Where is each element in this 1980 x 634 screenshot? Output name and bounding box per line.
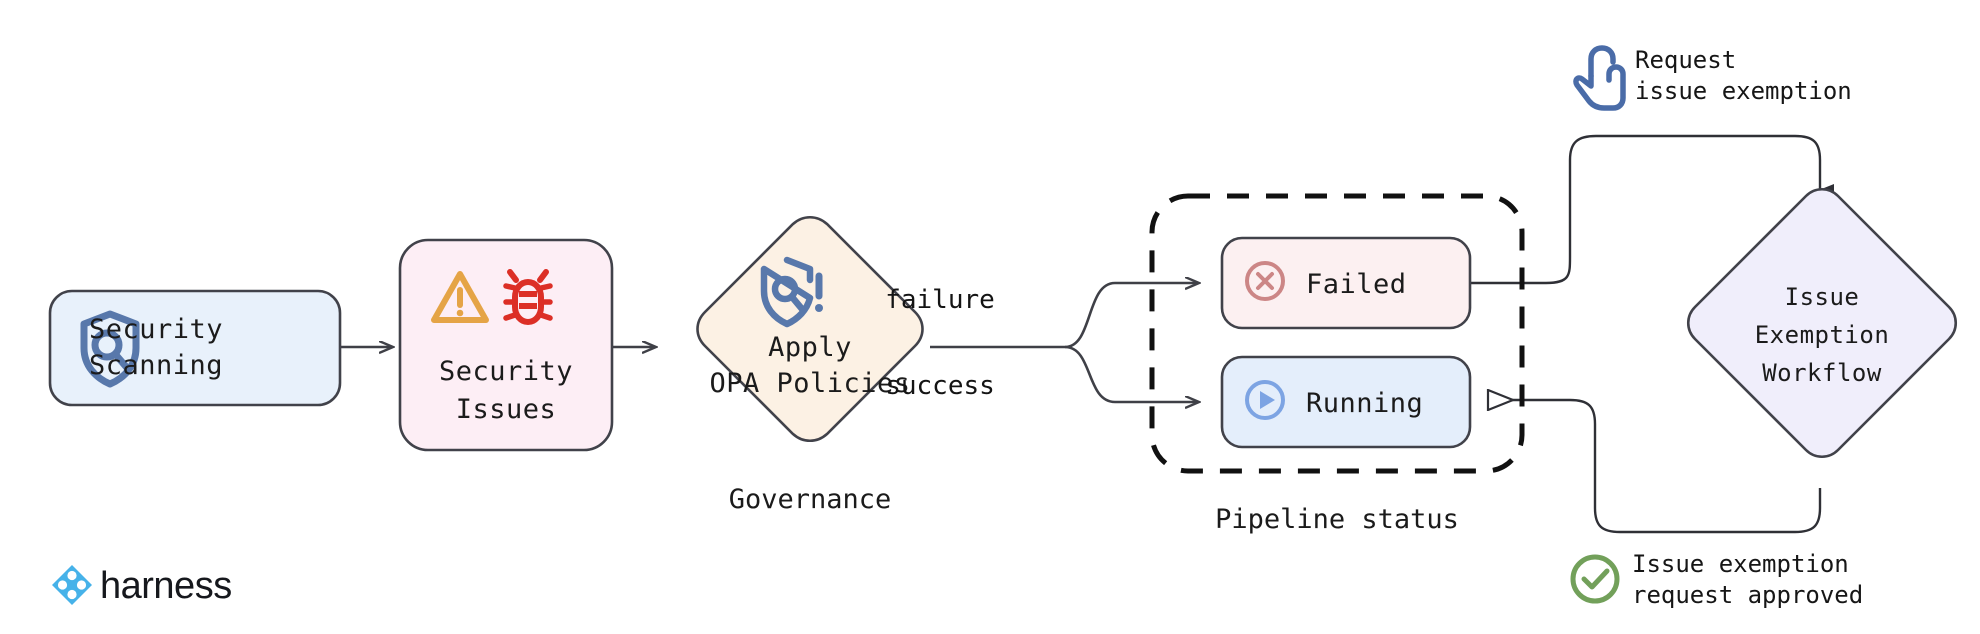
security-issues-label-line1: Security [439,356,573,387]
edge-exemption-to-running [1488,400,1822,534]
apply-opa-label-line1: Apply [768,332,852,363]
apply-opa-label-line2: OPA Policies [709,368,910,399]
annotation-request-exemption: Request issue exemption [1573,45,1852,111]
edge-label-success: success [885,371,995,401]
brand-name: harness [100,565,232,607]
security-scanning-label-line2: Scanning [89,350,223,381]
harness-logo-icon [52,565,92,605]
exemption-label-line1: Issue [1785,283,1860,311]
edge-success-branch [1064,345,1198,402]
edge-failed-to-exemption [1470,134,1834,285]
request-approved-line1: Issue exemption [1632,550,1849,578]
request-exemption-line1: Request [1635,46,1736,74]
security-issues-label-line2: Issues [456,394,557,425]
tap-hand-icon [1573,45,1626,111]
node-apply-opa-policies[interactable]: Apply OPA Policies Governance [696,215,924,515]
failed-label: Failed [1306,269,1407,300]
request-approved-line2: request approved [1632,581,1863,609]
shield-search-icon [80,310,140,388]
node-security-issues[interactable]: Security Issues [398,238,614,452]
exemption-label-line3: Workflow [1762,359,1882,387]
brand-harness: harness [52,565,232,607]
circle-x-icon [1245,261,1285,301]
running-label: Running [1306,388,1423,419]
security-scanning-label-line1: Security [89,314,223,345]
pipeline-status-caption: Pipeline status [1215,504,1459,535]
edge-failure-branch [1064,283,1198,349]
shield-search-alert-icon [760,256,823,328]
node-issue-exemption-workflow[interactable]: Issue Exemption Workflow [1686,187,1958,459]
bug-icon [503,269,553,325]
request-exemption-line2: issue exemption [1635,77,1852,105]
circle-play-icon [1245,380,1285,420]
pipeline-status-group-outline [1149,193,1525,474]
node-security-scanning[interactable]: Security Scanning [48,289,342,407]
annotation-request-approved: Issue exemption request approved [1570,550,1863,609]
governance-caption: Governance [729,484,892,515]
node-running[interactable]: Running [1220,355,1472,449]
edge-label-failure: failure [885,285,995,315]
warning-triangle-icon [431,271,489,323]
exemption-label-line2: Exemption [1755,321,1890,349]
circle-check-icon [1570,554,1620,604]
node-failed[interactable]: Failed [1220,236,1472,330]
